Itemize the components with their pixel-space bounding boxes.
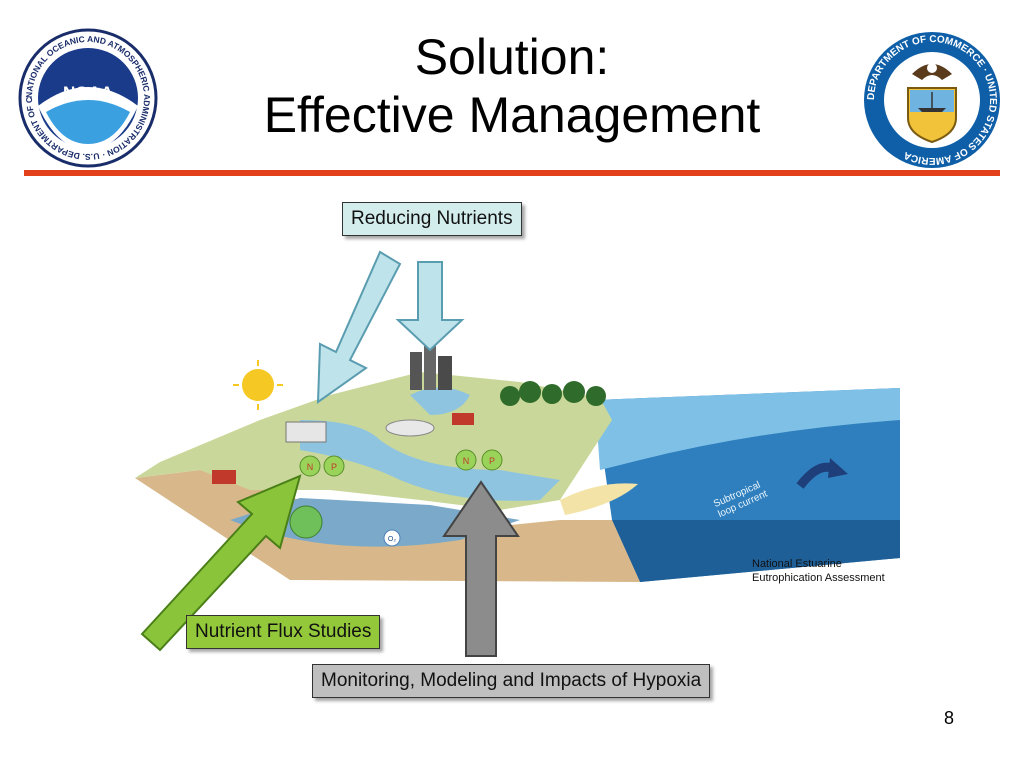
farm-house	[452, 413, 474, 425]
monitoring-label: Monitoring, Modeling and Impacts of Hypo…	[312, 664, 710, 698]
svg-text:N: N	[463, 456, 470, 466]
source-credit: National Estuarine Eutrophication Assess…	[752, 557, 885, 585]
page-number: 8	[944, 708, 954, 729]
reducing-nutrients-arrow-left	[318, 252, 400, 402]
reducing-nutrients-label: Reducing Nutrients	[342, 202, 522, 236]
oxygen-label: O₂	[388, 536, 396, 543]
tree	[542, 384, 562, 404]
tree	[519, 381, 541, 403]
factory-building	[286, 422, 326, 442]
tree	[586, 386, 606, 406]
nutrient-flux-label: Nutrient Flux Studies	[186, 615, 380, 649]
svg-text:N: N	[307, 462, 314, 472]
algae-bloom	[290, 506, 322, 538]
reducing-nutrients-arrow-down	[398, 262, 462, 350]
city-building	[410, 352, 422, 390]
tree	[500, 386, 520, 406]
tree	[563, 381, 585, 403]
svg-text:P: P	[331, 462, 337, 472]
treatment-tank	[386, 420, 434, 436]
svg-text:P: P	[489, 456, 495, 466]
city-building	[424, 345, 436, 390]
sun-icon	[242, 369, 274, 401]
city-building	[438, 356, 452, 390]
farm-house	[212, 470, 236, 484]
